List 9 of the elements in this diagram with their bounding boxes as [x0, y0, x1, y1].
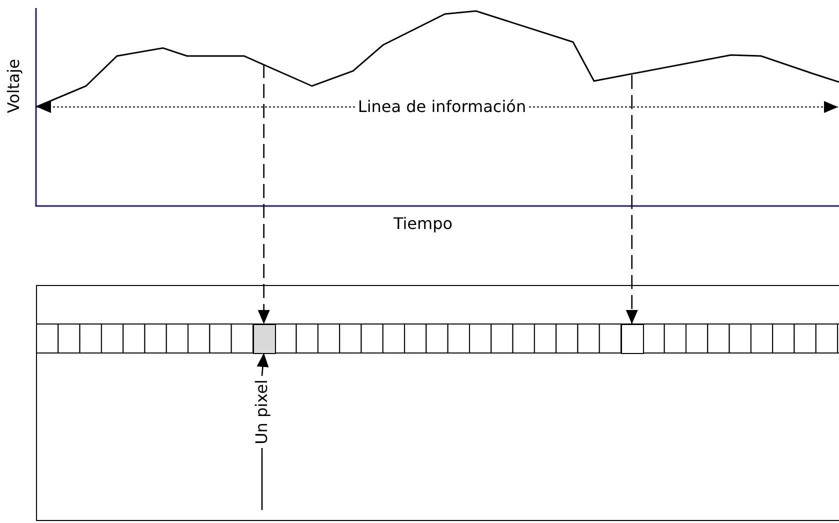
axis-title: Tiempo — [393, 215, 453, 233]
pixel-cell — [621, 324, 644, 354]
pixel-cell — [253, 324, 276, 354]
axis-title: Voltaje — [5, 58, 23, 114]
dashed-arrow — [626, 75, 638, 324]
dashed-arrow — [258, 64, 270, 324]
pixel-label: Un pixel — [252, 376, 272, 448]
arrow — [256, 352, 269, 376]
leader-line — [261, 448, 263, 510]
